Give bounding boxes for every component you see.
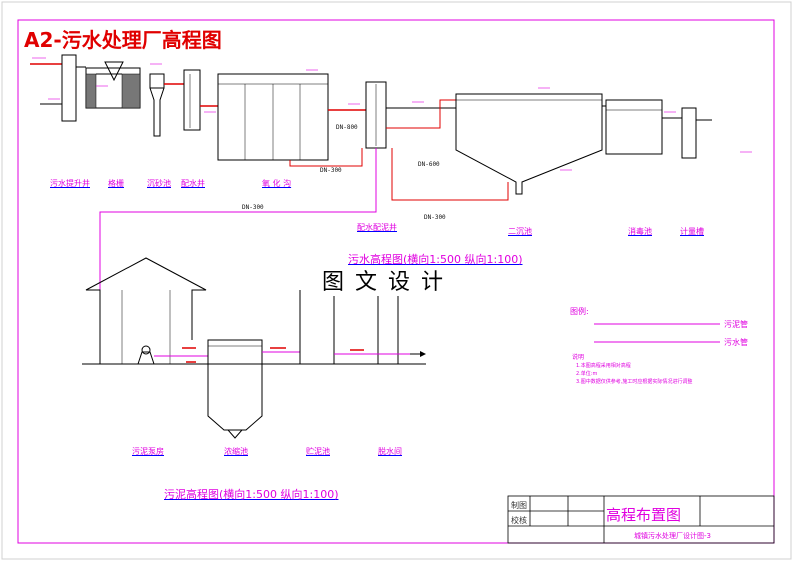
label-lift-well: 污水提升井 xyxy=(50,179,90,188)
inner-frame xyxy=(17,19,775,544)
legend-item-sewage: 污水管 xyxy=(724,338,748,347)
sludge-pump-house xyxy=(85,257,207,364)
sewage-profile-title: 污水高程图(横向1:500 纵向1:100) xyxy=(348,253,523,266)
contact-tank xyxy=(605,99,663,155)
tb-drawn-by: 制图 xyxy=(511,501,527,510)
label-oxidation-ditch: 氧 化 沟 xyxy=(262,179,292,188)
label-screen: 格栅 xyxy=(108,179,124,188)
label-distribution-well: 配水井 xyxy=(181,179,205,188)
label-contact-tank: 消毒池 xyxy=(628,227,652,236)
pipe-label-dn300-a: DN-300 xyxy=(320,167,342,174)
tb-project: 城镇污水处理厂设计图-3 xyxy=(634,532,711,540)
legend-item-sludge: 污泥管 xyxy=(724,320,748,329)
elevation-marks xyxy=(32,57,752,171)
distribution-well xyxy=(183,69,201,131)
grit-chamber xyxy=(149,73,165,89)
label-metering-flume: 计量槽 xyxy=(680,227,704,236)
label-mixing-well: 配水配泥井 xyxy=(357,223,397,232)
title-block xyxy=(507,495,775,544)
notes-heading: 说明 xyxy=(572,354,585,361)
lift-well xyxy=(61,54,77,122)
label-storage-tank: 贮泥池 xyxy=(306,447,330,456)
legend-heading: 图例: xyxy=(570,307,589,316)
label-sludge-pump-house: 污泥泵房 xyxy=(132,447,164,456)
sludge-profile-title: 污泥高程图(横向1:500 纵向1:100) xyxy=(164,488,339,501)
note-line-1: 1.本图高程采用相对高程 xyxy=(576,363,631,369)
metering-flume xyxy=(681,107,697,159)
tb-checked-by: 校核 xyxy=(511,516,527,525)
pipe-label-dn300-b: DN-300 xyxy=(242,204,264,211)
note-line-3: 3.图中数据仅供参考,施工时应根据实际情况进行调整 xyxy=(576,379,693,385)
label-secondary-clarifier: 二沉池 xyxy=(508,227,532,236)
drawing-title: A2-污水处理厂高程图 xyxy=(24,28,222,52)
pipe-label-dn300-c: DN-300 xyxy=(424,214,446,221)
pipe-label-dn800: DN-800 xyxy=(336,124,358,131)
pipe-label-dn600: DN-600 xyxy=(418,161,440,168)
thickener xyxy=(207,339,263,431)
label-thickener: 浓缩池 xyxy=(224,447,248,456)
note-line-2: 2.单位:m xyxy=(576,371,598,377)
tb-drawing-name: 高程布置图 xyxy=(606,506,682,524)
secondary-clarifier xyxy=(455,93,603,195)
label-grit-chamber: 沉砂池 xyxy=(147,179,171,188)
label-dewatering-house: 脱水间 xyxy=(378,447,402,456)
watermark: 图 文 设 计 xyxy=(322,270,445,295)
